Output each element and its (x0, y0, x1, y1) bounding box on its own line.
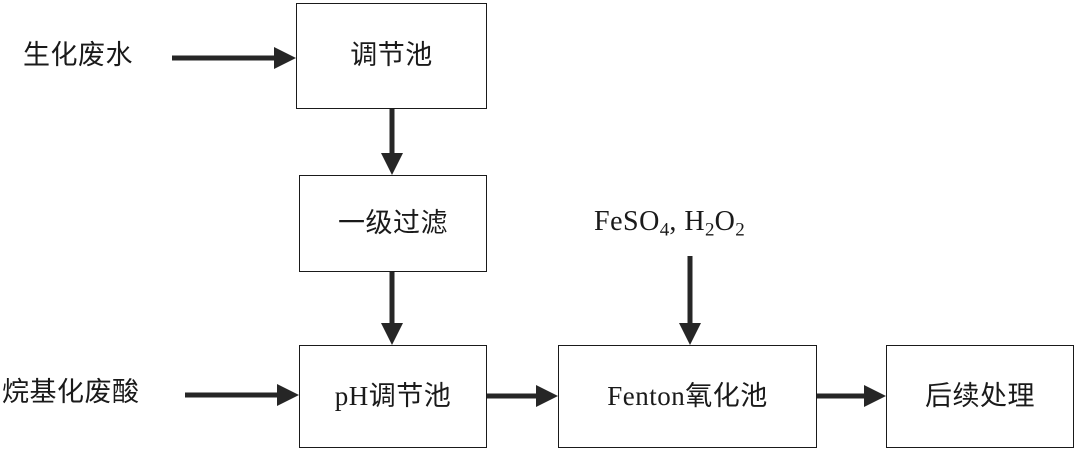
node-ph-regulating-tank-label: pH调节池 (334, 380, 452, 411)
node-primary-filtration-label: 一级过滤 (338, 207, 448, 238)
arrow-waste-acid-to-ph-tank (185, 384, 299, 406)
arrow-regulating-tank-to-filtration (381, 109, 403, 175)
node-ph-regulating-tank[interactable]: pH调节池 (299, 345, 487, 448)
arrow-wastewater-to-regulating-tank (172, 47, 296, 69)
label-biochemical-wastewater: 生化废水 (23, 40, 133, 70)
arrow-ph-tank-to-fenton (487, 385, 558, 407)
node-subsequent-treatment-label: 后续处理 (925, 380, 1035, 411)
label-reagent-dosing-feso4-h2o2: FeSO4, H2O2 (594, 206, 745, 241)
node-subsequent-treatment[interactable]: 后续处理 (886, 345, 1074, 448)
arrow-fenton-to-subsequent (817, 385, 886, 407)
arrow-filtration-to-ph-tank (381, 272, 403, 345)
node-fenton-oxidation-tank[interactable]: Fenton氧化池 (558, 345, 817, 448)
label-alkylation-waste-acid: 烷基化废酸 (2, 377, 140, 407)
node-regulating-tank[interactable]: 调节池 (296, 3, 487, 109)
node-primary-filtration[interactable]: 一级过滤 (299, 175, 487, 272)
node-regulating-tank-label: 调节池 (350, 40, 433, 71)
arrow-reagent-to-fenton (679, 256, 701, 345)
node-fenton-oxidation-tank-label: Fenton氧化池 (607, 380, 768, 411)
